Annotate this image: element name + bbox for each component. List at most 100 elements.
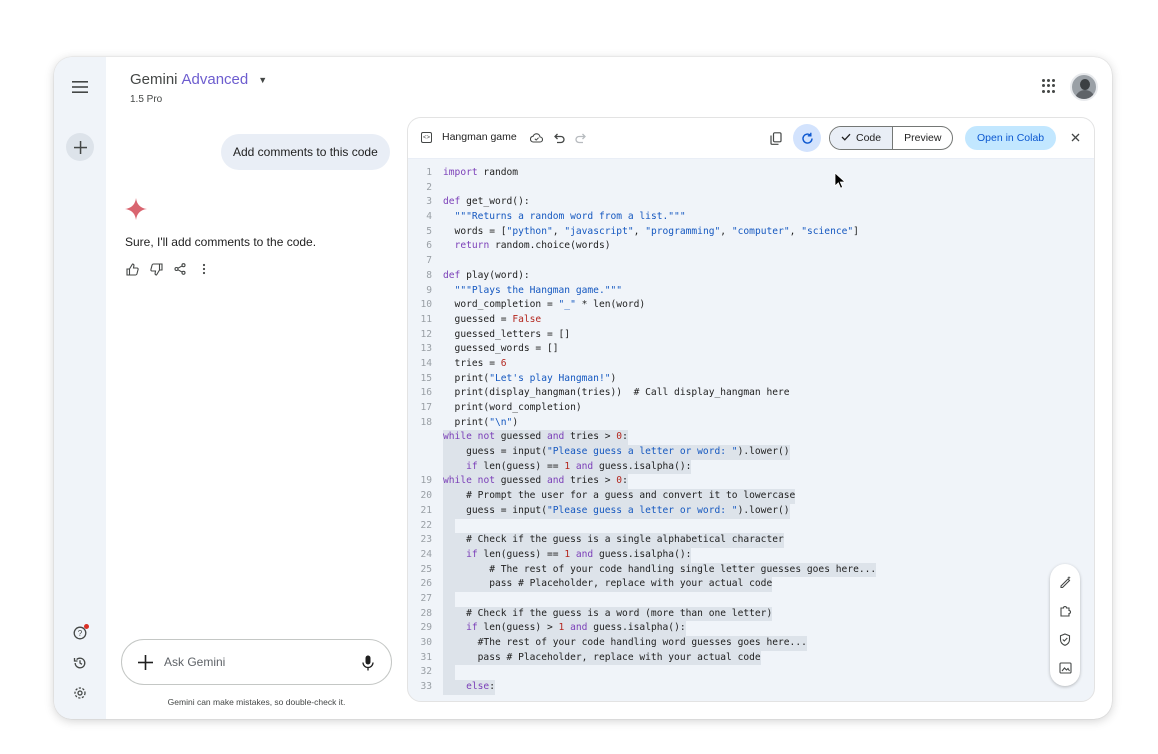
code-text: guessed = False (443, 313, 542, 325)
code-line: 29 if len(guess) > 1 and guess.isalpha()… (408, 621, 1094, 637)
line-number: 33 (420, 681, 432, 693)
code-text: # Check if the guess is a single alphabe… (443, 533, 784, 548)
close-icon[interactable] (1069, 131, 1081, 143)
gemini-spark-icon (124, 197, 148, 221)
new-chat-button[interactable] (66, 133, 94, 161)
thumbs-up-icon[interactable] (125, 262, 139, 276)
code-line: 2 (408, 181, 1094, 196)
mouse-cursor-icon (834, 172, 847, 190)
code-line: 11 guessed = False (408, 313, 1094, 328)
code-line: 31 pass # Placeholder, replace with your… (408, 650, 1094, 666)
line-number: 20 (420, 490, 432, 502)
code-line: 32 (408, 665, 1094, 681)
code-text: # Check if the guess is a word (more tha… (443, 606, 773, 622)
avatar[interactable] (1070, 73, 1098, 101)
edit-suggest-icon[interactable] (1058, 574, 1072, 588)
help-icon[interactable]: ? (70, 623, 90, 643)
line-number: 25 (420, 563, 432, 575)
code-line: if len(guess) == 1 and guess.isalpha(): (408, 459, 1094, 475)
line-number: 28 (420, 607, 432, 619)
brand-name: Gemini (130, 71, 178, 88)
tab-code[interactable]: Code (830, 127, 894, 149)
code-line: 13 guessed_words = [] (408, 342, 1094, 357)
line-number: 24 (420, 548, 432, 560)
code-line: 21 guess = input("Please guess a letter … (408, 503, 1094, 519)
code-line: 20 # Prompt the user for a guess and con… (408, 489, 1094, 504)
code-text: # The rest of your code handling single … (443, 562, 877, 578)
gemini-window: ? Gemini Advanced ▼ 1.5 Pro Add comments… (54, 57, 1112, 719)
notification-dot (84, 624, 89, 629)
line-number: 10 (420, 299, 432, 311)
code-file-icon: <> (421, 132, 432, 143)
line-number: 1 (426, 167, 432, 178)
code-line: 7 (408, 254, 1094, 269)
left-rail: ? (54, 57, 106, 719)
prompt-input[interactable] (164, 655, 344, 669)
code-line: 23 # Check if the guess is a single alph… (408, 533, 1094, 548)
refresh-icon[interactable] (793, 124, 821, 152)
code-text: tries = 6 (443, 357, 507, 369)
brand-tier: Advanced (181, 71, 249, 88)
redo-icon[interactable] (574, 131, 588, 145)
code-line: 18 print("\n") (408, 416, 1094, 431)
code-text: while not guessed and tries > 0: (443, 430, 628, 446)
code-line: 24 if len(guess) == 1 and guess.isalpha(… (408, 547, 1094, 563)
line-number: 9 (426, 284, 432, 296)
line-number: 13 (420, 343, 432, 355)
code-text: guessed_letters = [] (443, 328, 571, 340)
line-number: 26 (420, 578, 432, 590)
undo-icon[interactable] (552, 131, 566, 145)
share-icon[interactable] (173, 262, 187, 276)
code-text: while not guessed and tries > 0: (443, 474, 628, 490)
code-text (443, 591, 455, 607)
code-line: 30 #The rest of your code handling word … (408, 636, 1094, 651)
shield-check-icon[interactable] (1058, 632, 1072, 646)
apps-grid-icon[interactable] (1040, 77, 1058, 95)
extension-icon[interactable] (1058, 603, 1072, 617)
code-text: """Plays the Hangman game.""" (454, 284, 623, 296)
thumbs-down-icon[interactable] (149, 262, 163, 276)
open-in-colab-button[interactable]: Open in Colab (965, 126, 1057, 150)
code-text: print("\n") (443, 416, 519, 428)
code-line: 16 print(display_hangman(tries)) # Call … (408, 386, 1094, 401)
line-number: 12 (420, 328, 432, 340)
code-text: word_completion = "_" * len(word) (443, 299, 646, 311)
code-text: """Returns a random word from a list.""" (454, 211, 686, 223)
brand-switcher[interactable]: Gemini Advanced ▼ (130, 71, 267, 88)
code-line: 25 # The rest of your code handling sing… (408, 562, 1094, 578)
code-canvas: <> Hangman game (407, 117, 1095, 702)
image-chart-icon[interactable] (1058, 661, 1072, 675)
tab-code-label: Code (856, 132, 882, 144)
user-message-bubble: Add comments to this code (221, 134, 390, 170)
line-number: 31 (420, 651, 432, 663)
line-number: 29 (420, 622, 432, 634)
code-line: 27 (408, 591, 1094, 607)
line-number: 21 (420, 504, 432, 516)
copy-icon[interactable] (769, 131, 783, 145)
code-line: while not guessed and tries > 0: (408, 430, 1094, 446)
code-line: guess = input("Please guess a letter or … (408, 445, 1094, 460)
line-number: 18 (420, 416, 432, 428)
microphone-icon[interactable] (359, 653, 377, 673)
code-line: 22 (408, 518, 1094, 534)
code-line: 26 pass # Placeholder, replace with your… (408, 577, 1094, 592)
menu-icon[interactable] (68, 75, 92, 99)
more-options-icon[interactable] (197, 262, 211, 276)
tab-preview[interactable]: Preview (893, 127, 952, 149)
history-icon[interactable] (70, 653, 90, 673)
code-text: return random.choice(words) (454, 240, 611, 252)
settings-icon[interactable] (70, 683, 90, 703)
code-text: if len(guess) == 1 and guess.isalpha(): (443, 459, 692, 475)
canvas-title[interactable]: Hangman game (442, 131, 517, 143)
line-number: 4 (426, 211, 432, 223)
code-text: #The rest of your code handling word gue… (443, 636, 807, 651)
line-number: 7 (426, 255, 432, 267)
add-attachment-icon[interactable] (135, 652, 155, 672)
caret-down-icon: ▼ (258, 74, 268, 85)
response-actions (125, 262, 211, 276)
line-number: 32 (420, 666, 432, 678)
